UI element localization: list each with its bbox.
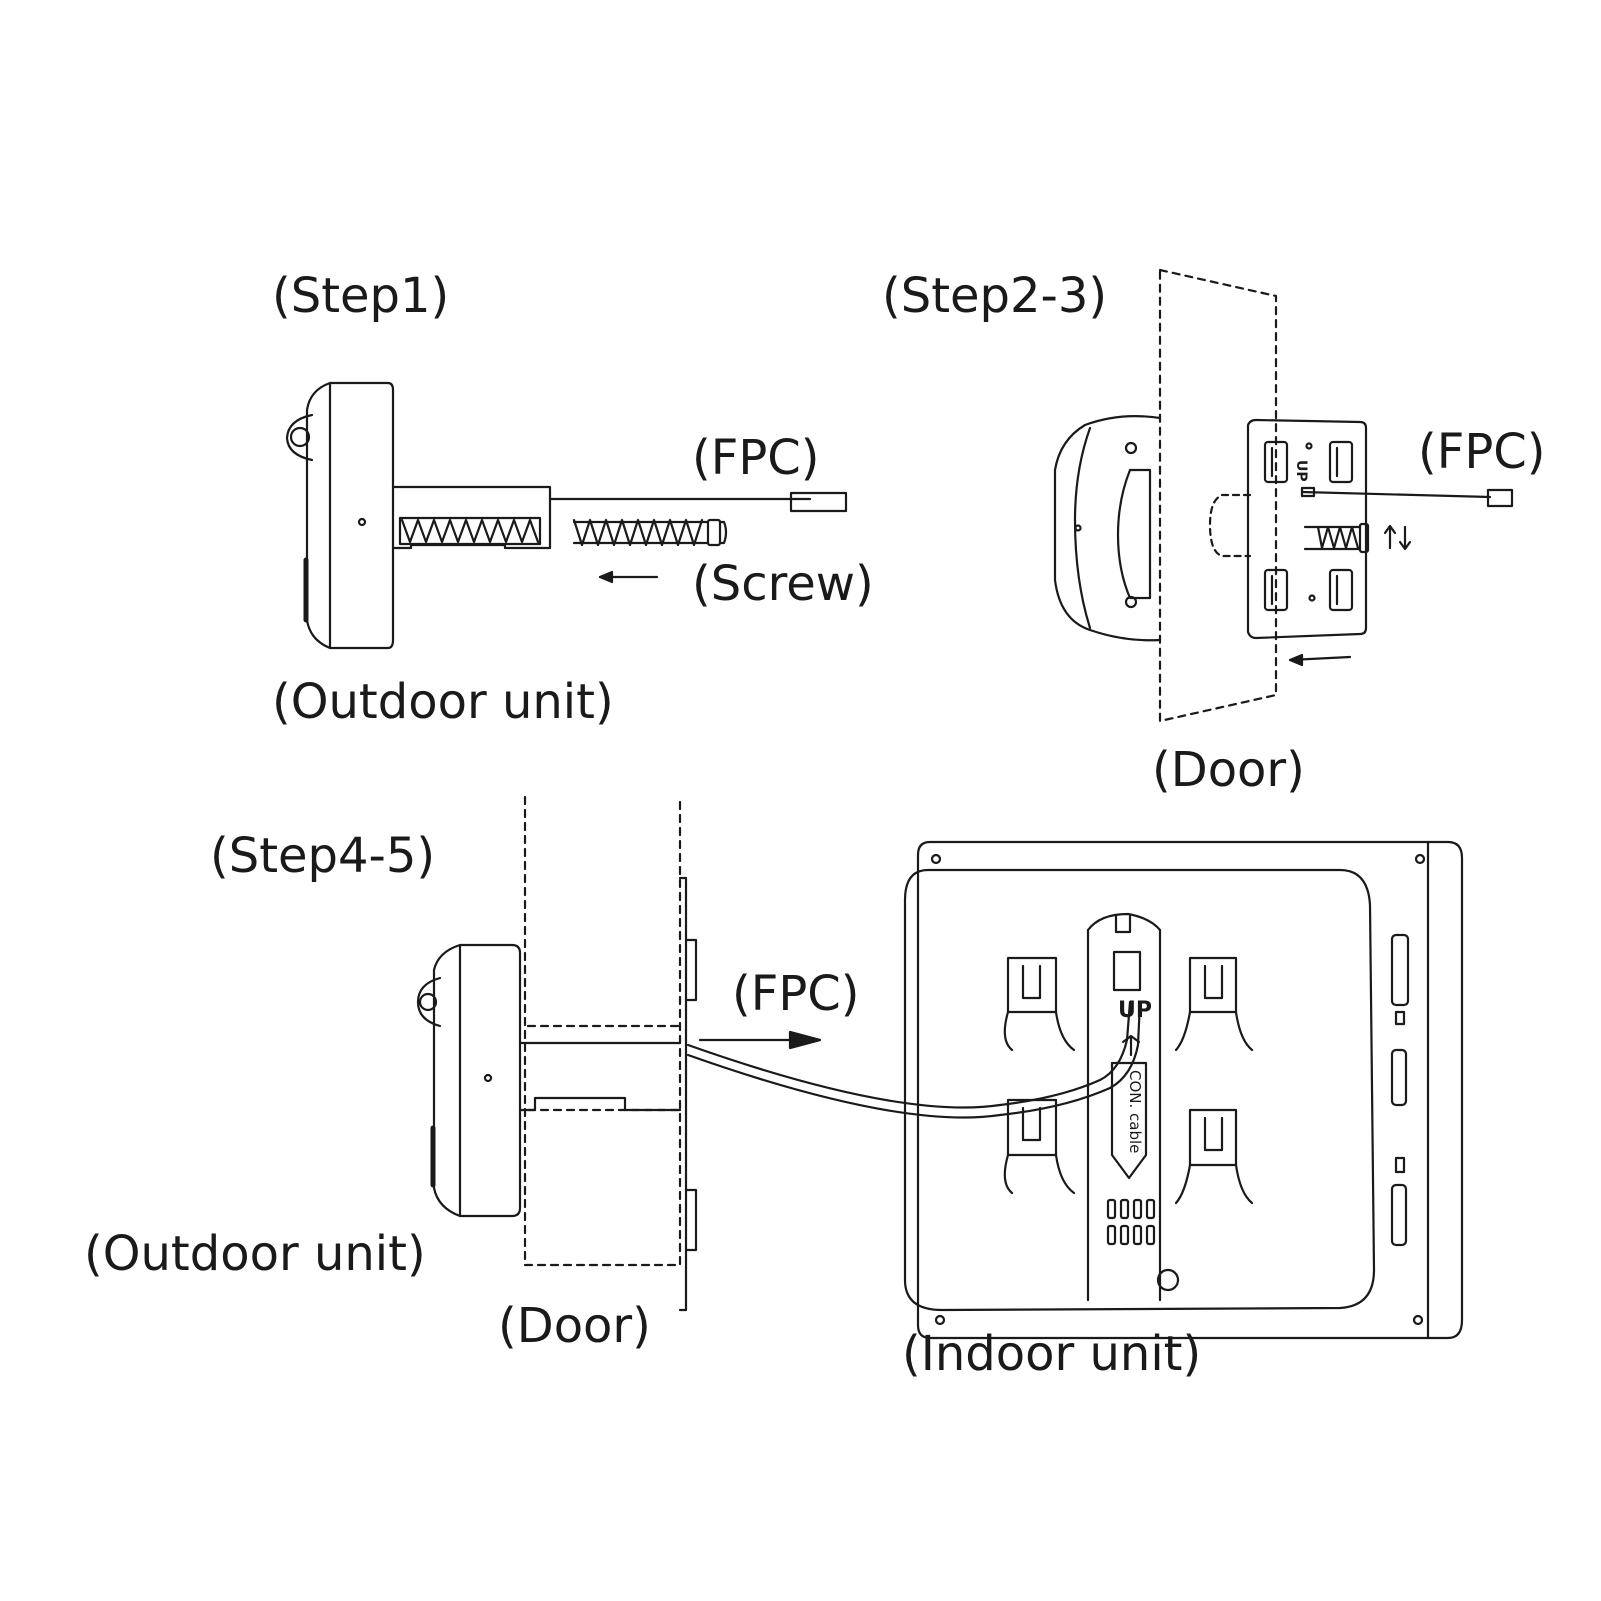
step45-outdoor-label: (Outdoor unit) (84, 1226, 426, 1282)
con-cable-marker: CON. cable (1126, 1070, 1144, 1154)
hook-bottom-left (1003, 1098, 1076, 1195)
step1-title: (Step1) (272, 268, 450, 324)
step23-direction-arrow (1288, 653, 1352, 667)
step45-fpc-arrow (698, 1030, 822, 1050)
step23-mounting-plate (1246, 418, 1412, 640)
step23-fpc-cable (1300, 488, 1514, 508)
step23-stem-through-door (1208, 493, 1252, 558)
step23-door (1158, 268, 1278, 723)
step45-door (523, 795, 682, 1267)
hook-bottom-right (1174, 1108, 1254, 1205)
step23-title: (Step2-3) (882, 268, 1108, 324)
step1-screw (572, 518, 728, 547)
step23-outdoor-unit (1053, 415, 1162, 642)
step45-outdoor-unit (416, 943, 682, 1218)
step1-screw-label: (Screw) (692, 556, 874, 612)
step1-direction-arrow (598, 570, 659, 584)
step1-outdoor-unit (285, 381, 848, 650)
plate-up-marker: UP (1293, 460, 1309, 482)
step1-outdoor-label: (Outdoor unit) (272, 674, 614, 730)
step1-fpc-label: (FPC) (692, 430, 820, 486)
step45-mounting-plate (678, 876, 698, 1312)
step45-title: (Step4-5) (210, 828, 436, 884)
step45-door-label: (Door) (498, 1298, 651, 1354)
hook-top-right (1174, 956, 1254, 1052)
step45-indoor-unit (903, 840, 1464, 1340)
step45-indoor-label: (Indoor unit) (902, 1326, 1202, 1382)
hook-top-left (1003, 956, 1076, 1052)
step23-door-label: (Door) (1152, 742, 1305, 798)
step23-fpc-label: (FPC) (1418, 424, 1546, 480)
back-up-marker: UP (1118, 998, 1152, 1023)
step45-fpc-label: (FPC) (732, 966, 860, 1022)
